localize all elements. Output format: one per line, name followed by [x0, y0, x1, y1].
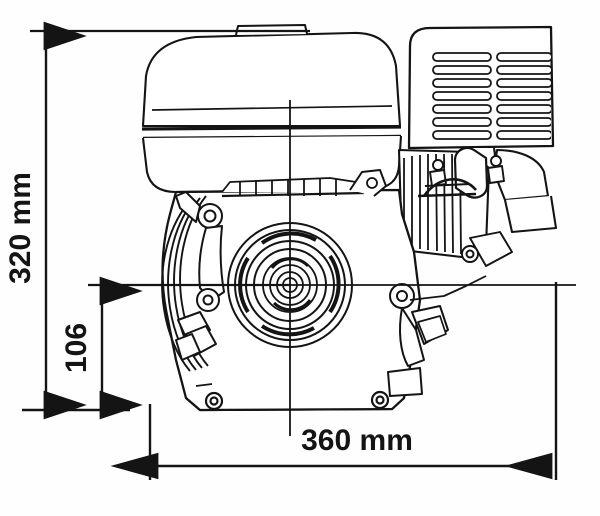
head-bolts — [429, 155, 505, 187]
dimension-label-320: 320 mm — [4, 172, 37, 284]
air-filter-housing — [407, 25, 555, 150]
engine-cowl — [221, 169, 387, 198]
mounting-base — [185, 383, 405, 412]
dimension-label-360: 360 mm — [301, 424, 413, 457]
governor-linkage — [175, 191, 225, 361]
fuel-tank — [141, 31, 402, 140]
air-filter-louvers — [432, 52, 551, 140]
dimension-length-360: 360 mm — [110, 282, 558, 480]
side-bracket — [387, 231, 513, 397]
dimension-height-320: 320 mm — [4, 21, 310, 420]
dimension-shaft-height-106: 106 — [60, 276, 290, 420]
dimension-label-106: 106 — [60, 323, 93, 373]
